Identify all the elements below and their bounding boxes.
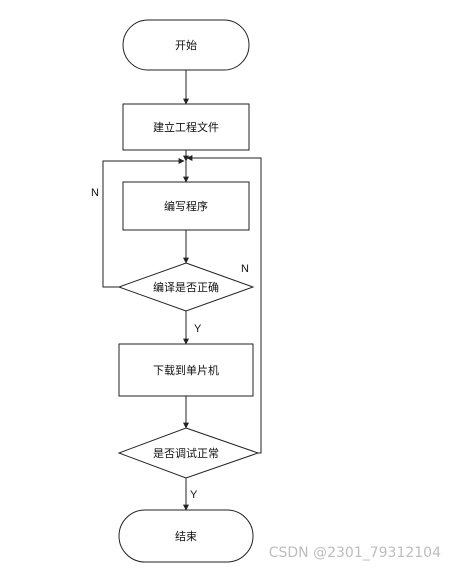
create-project-label: 建立工程文件 [153, 120, 219, 134]
compile-yes-label: Y [194, 323, 202, 335]
debug-check-label: 是否调试正常 [153, 447, 219, 460]
edge-compile-no-loop [102, 158, 185, 288]
start-label: 开始 [175, 38, 197, 52]
debug-check-diamond: 是否调试正常 [117, 427, 260, 479]
compile-no-label: N [91, 187, 99, 199]
debug-yes-label: Y [190, 489, 198, 501]
write-program-label: 编写程序 [164, 199, 208, 213]
watermark-text: CSDN @2301_79312104 [269, 545, 441, 561]
end-terminal: 结束 [118, 509, 254, 563]
compile-check-diamond: 编译是否正确 [117, 262, 255, 312]
edge-debug-no-loop [186, 155, 262, 454]
debug-no-label: N [241, 263, 249, 275]
download-label: 下载到单片机 [153, 363, 219, 377]
write-program-box: 编写程序 [122, 181, 250, 231]
compile-check-label: 编译是否正确 [153, 280, 219, 294]
end-label: 结束 [175, 530, 197, 543]
start-terminal: 开始 [122, 19, 250, 71]
download-box: 下载到单片机 [118, 343, 254, 397]
create-project-box: 建立工程文件 [122, 103, 250, 151]
